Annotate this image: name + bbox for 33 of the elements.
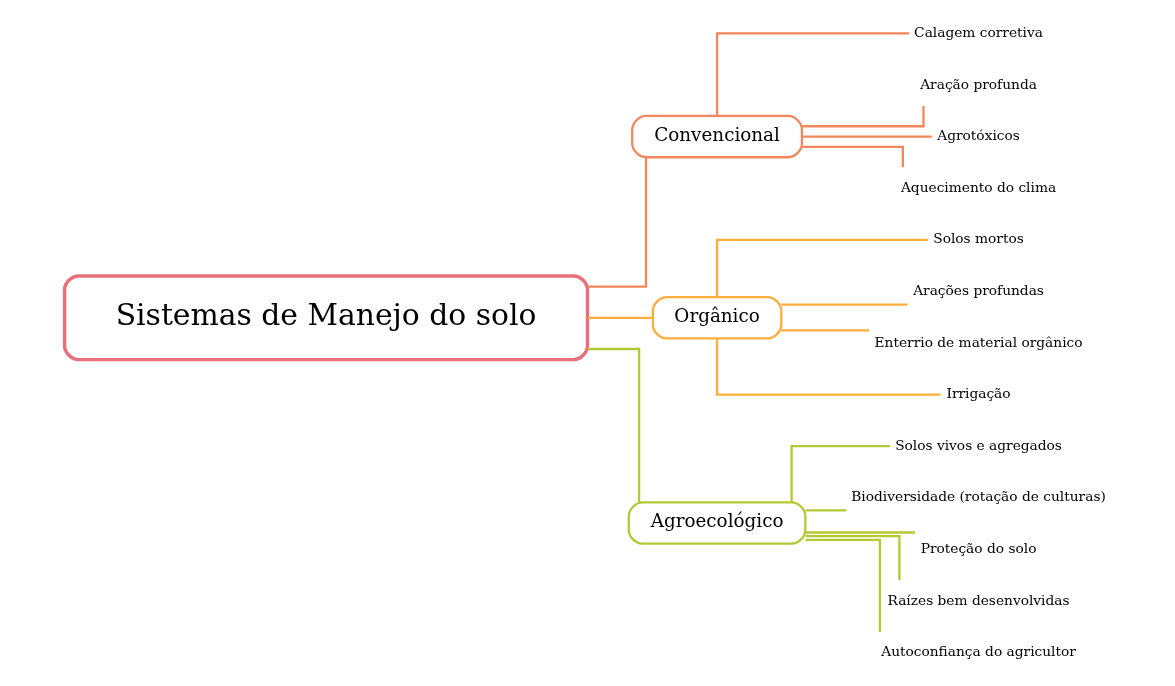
- node-text: Biodiversidade (rotação de culturas): [851, 488, 1106, 505]
- node-text: Enterrio de material orgânico: [874, 333, 1083, 350]
- node-text: Aquecimento do clima: [900, 178, 1057, 195]
- node-text: Arações profundas: [913, 281, 1044, 298]
- node-text: Aração profunda: [920, 75, 1037, 92]
- node-box: Agroecológico: [627, 501, 807, 545]
- connector: [781, 329, 870, 332]
- connector: [802, 106, 925, 128]
- connector: [805, 531, 915, 534]
- connector: [781, 303, 908, 306]
- node-text: Agrotóxicos: [937, 127, 1020, 144]
- node-text: Solos mortos: [933, 230, 1024, 247]
- node-text: Calagem corretiva: [914, 23, 1043, 40]
- node-box: Sistemas de Manejo do solo: [62, 274, 590, 362]
- connector: [805, 509, 847, 512]
- connector: [587, 316, 653, 319]
- node-text: Raízes bem desenvolvidas: [887, 591, 1070, 608]
- node-text: Autoconfiança do agricultor: [881, 643, 1076, 660]
- node-text: Irrigação: [946, 385, 1011, 402]
- connector: [801, 135, 932, 138]
- connector: [790, 445, 890, 503]
- connector: [715, 238, 928, 297]
- node-text: Proteção do solo: [920, 539, 1037, 556]
- node-box: Orgânico: [651, 296, 783, 340]
- node-text: Solos vivos e agregados: [895, 436, 1062, 453]
- connector: [715, 32, 910, 116]
- connector: [805, 535, 901, 581]
- connector: [587, 347, 641, 503]
- node-box: Convencional: [631, 114, 804, 159]
- connector: [715, 338, 941, 396]
- connector: [587, 157, 648, 288]
- connector: [802, 145, 904, 168]
- connector: [805, 538, 882, 632]
